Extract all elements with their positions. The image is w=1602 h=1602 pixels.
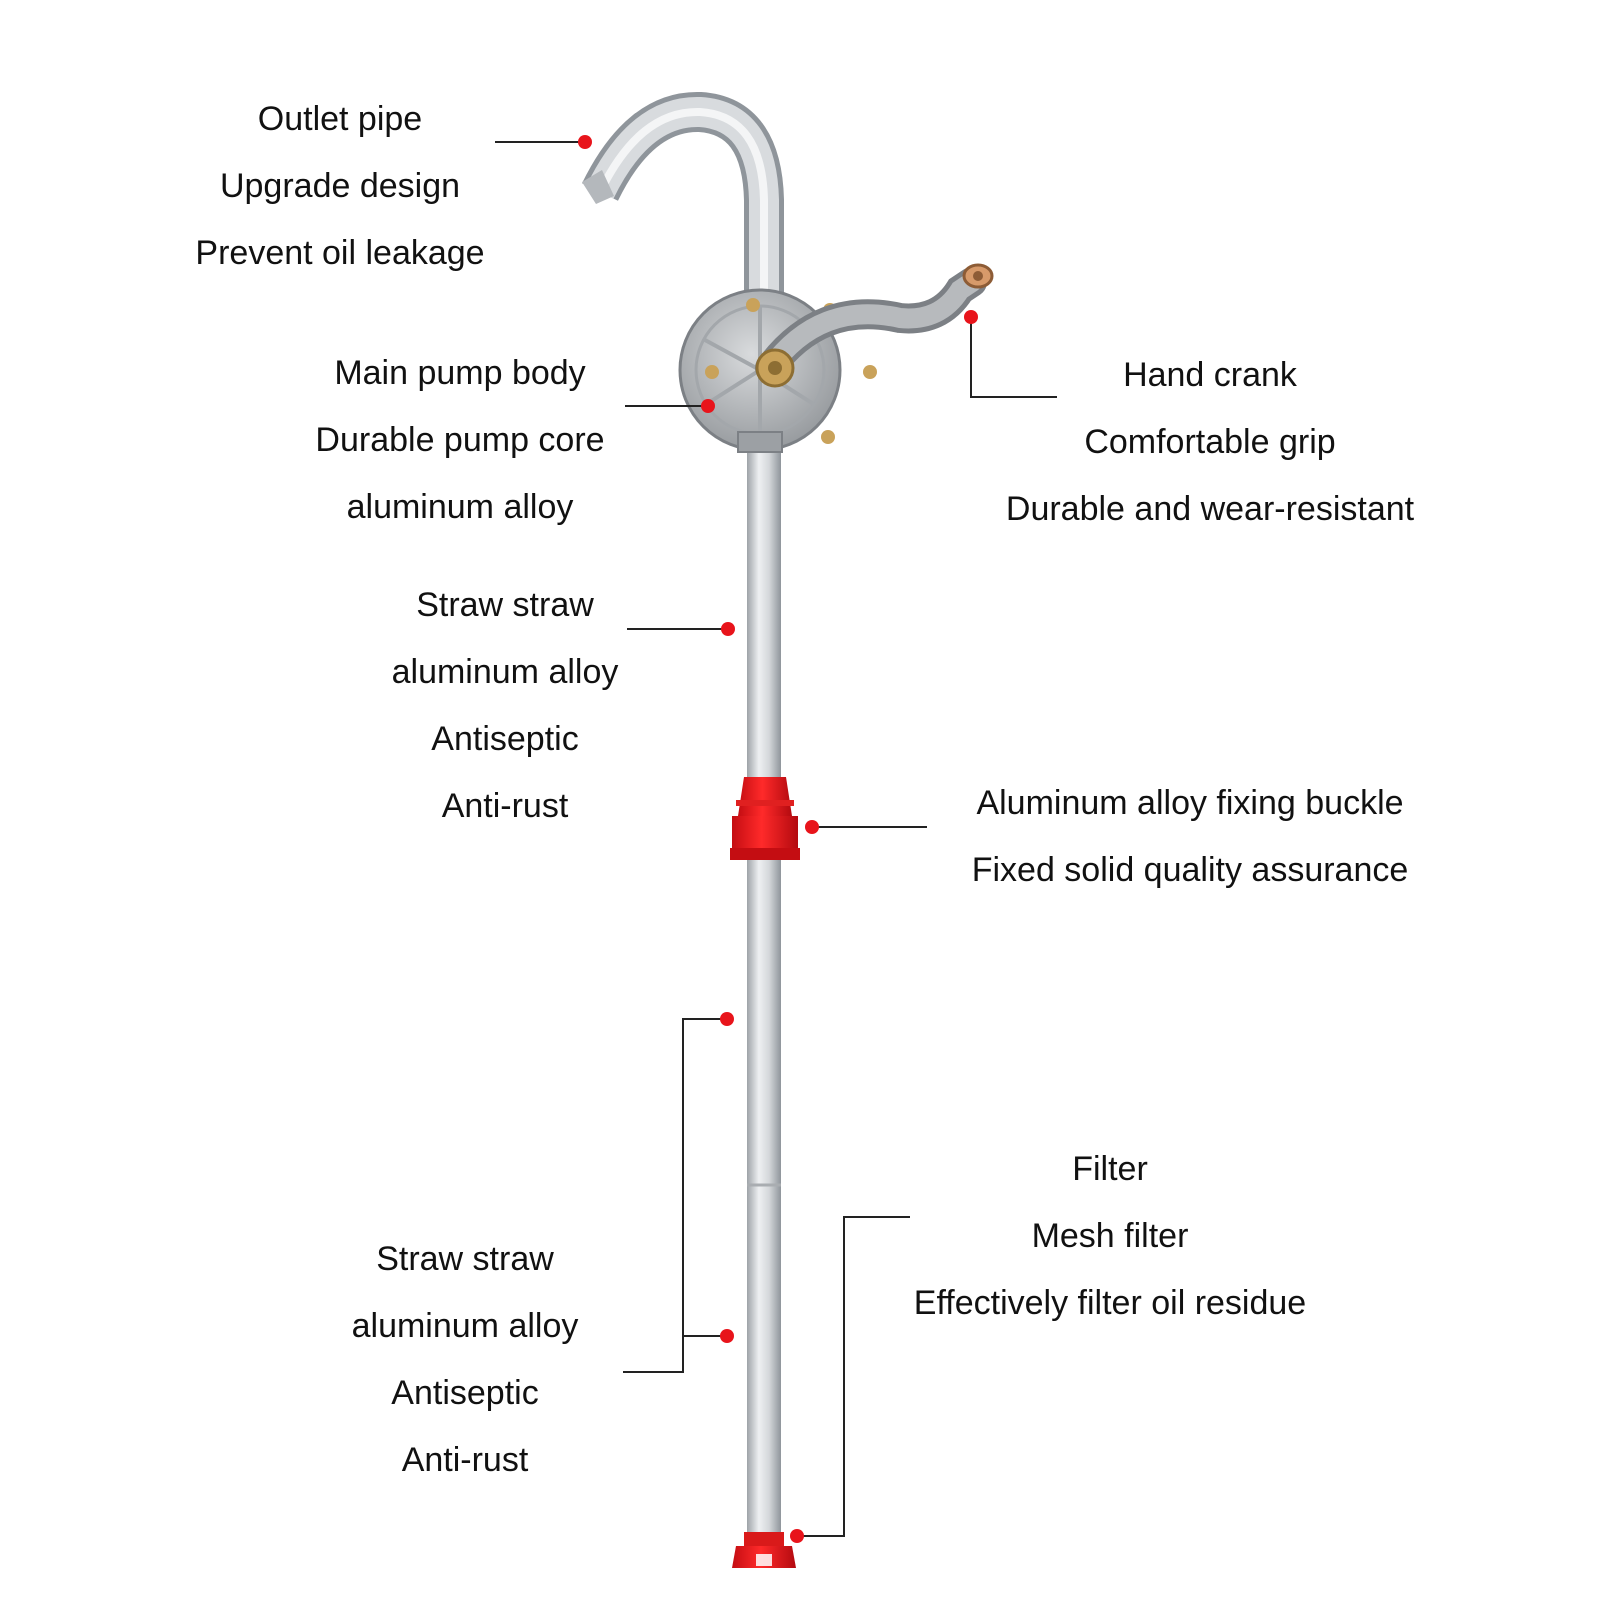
dot-straw-lower-bottom <box>720 1329 734 1343</box>
dot-outlet-pipe <box>578 135 592 149</box>
callout-straw-upper: Straw straw aluminum alloy Antiseptic An… <box>360 572 650 840</box>
filter-foot-shape <box>732 1532 796 1568</box>
callout-line: Prevent oil leakage <box>195 234 485 272</box>
dot-filter <box>790 1529 804 1543</box>
dot-pump-body <box>701 399 715 413</box>
callout-line: Anti-rust <box>401 1441 529 1479</box>
callout-title: Straw straw <box>376 1240 554 1278</box>
callout-fixing-buckle: Aluminum alloy fixing buckle Fixed solid… <box>930 770 1450 904</box>
callout-title: Straw straw <box>416 586 594 624</box>
callout-title: Filter <box>1072 1150 1148 1188</box>
callout-line: aluminum alloy <box>391 653 619 691</box>
dot-hand-crank <box>964 310 978 324</box>
outlet-pipe-shape <box>582 92 784 300</box>
callout-line: Mesh filter <box>1031 1217 1189 1255</box>
callout-title: Main pump body <box>334 354 586 392</box>
fixing-buckle-shape <box>730 777 800 860</box>
callout-title: Hand crank <box>1123 356 1297 394</box>
callout-line: Effectively filter oil residue <box>913 1284 1307 1322</box>
callout-line: Durable pump core <box>315 421 605 459</box>
dot-straw-upper <box>721 622 735 636</box>
callout-main-pump-body: Main pump body Durable pump core aluminu… <box>270 340 650 541</box>
callout-filter: Filter Mesh filter Effectively filter oi… <box>870 1136 1350 1337</box>
callout-line: Antiseptic <box>431 720 579 758</box>
dot-straw-lower-top <box>720 1012 734 1026</box>
callout-outlet-pipe: Outlet pipe Upgrade design Prevent oil l… <box>160 86 520 287</box>
callout-title: Aluminum alloy fixing buckle <box>976 784 1404 822</box>
callout-line: Antiseptic <box>391 1374 539 1412</box>
leader-lines <box>495 141 1057 1537</box>
dot-fixing-buckle <box>805 820 819 834</box>
callout-title: Outlet pipe <box>257 100 423 138</box>
callout-straw-lower: Straw straw aluminum alloy Antiseptic An… <box>320 1226 610 1494</box>
callout-line: Fixed solid quality assurance <box>971 851 1409 889</box>
callout-line: aluminum alloy <box>351 1307 579 1345</box>
callout-line: aluminum alloy <box>346 488 574 526</box>
callout-line: Durable and wear-resistant <box>1005 490 1415 528</box>
straw-pipe-shape <box>747 430 781 1540</box>
callout-hand-crank: Hand crank Comfortable grip Durable and … <box>960 342 1460 543</box>
callout-line: Anti-rust <box>441 787 569 825</box>
hand-crank-shape <box>755 263 994 388</box>
callout-line: Upgrade design <box>219 167 461 205</box>
callout-dots <box>578 135 978 1543</box>
callout-line: Comfortable grip <box>1084 423 1336 461</box>
